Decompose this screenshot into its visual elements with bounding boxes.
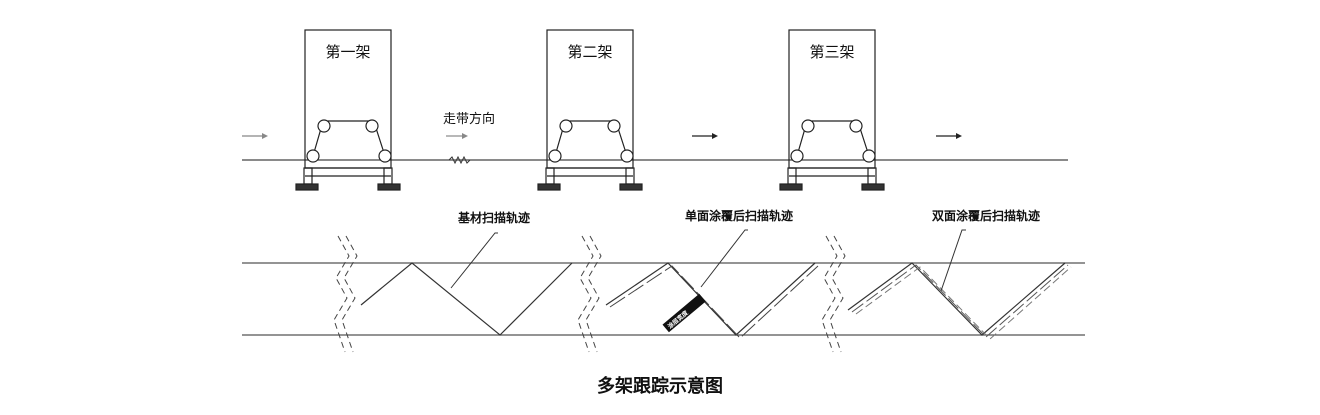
break-mark-icon xyxy=(577,235,602,353)
frame-2-label: 第二架 xyxy=(567,43,612,61)
frame-base-icon xyxy=(779,167,885,191)
trace-label-single-side: 单面涂覆后扫描轨迹 xyxy=(685,208,793,223)
frame-1: 第一架 xyxy=(295,29,401,191)
diagram-caption: 多架跟踪示意图 xyxy=(597,375,723,397)
frame-base-icon xyxy=(537,167,643,191)
trace-label-double-side: 双面涂覆后扫描轨迹 xyxy=(932,208,1040,223)
frame-1-label: 第一架 xyxy=(325,43,370,61)
direction-label: 走带方向 xyxy=(443,111,495,127)
arrow-icon xyxy=(692,133,718,139)
break-mark-icon xyxy=(821,235,846,353)
roller-assembly-icon xyxy=(306,119,392,163)
frame-2: 第二架 xyxy=(537,29,643,191)
roller-assembly-icon xyxy=(548,119,634,163)
frame-3-label: 第三架 xyxy=(809,43,854,61)
frame-base-icon xyxy=(295,167,401,191)
coating-width-label: 涂层宽度 xyxy=(662,293,706,333)
substrate-scan-trace xyxy=(360,232,573,336)
frame-3: 第三架 xyxy=(779,29,885,191)
double-side-coated-trace xyxy=(847,229,1072,340)
strip-edges xyxy=(242,262,1085,336)
spring-icon xyxy=(448,155,471,165)
arrow-icon xyxy=(936,133,962,139)
arrow-icon xyxy=(446,133,468,139)
break-mark-icon xyxy=(333,235,358,353)
single-side-coated-trace xyxy=(605,229,819,339)
trace-label-substrate: 基材扫描轨迹 xyxy=(457,210,530,225)
roller-assembly-icon xyxy=(790,119,876,163)
arrow-icon xyxy=(242,133,268,139)
